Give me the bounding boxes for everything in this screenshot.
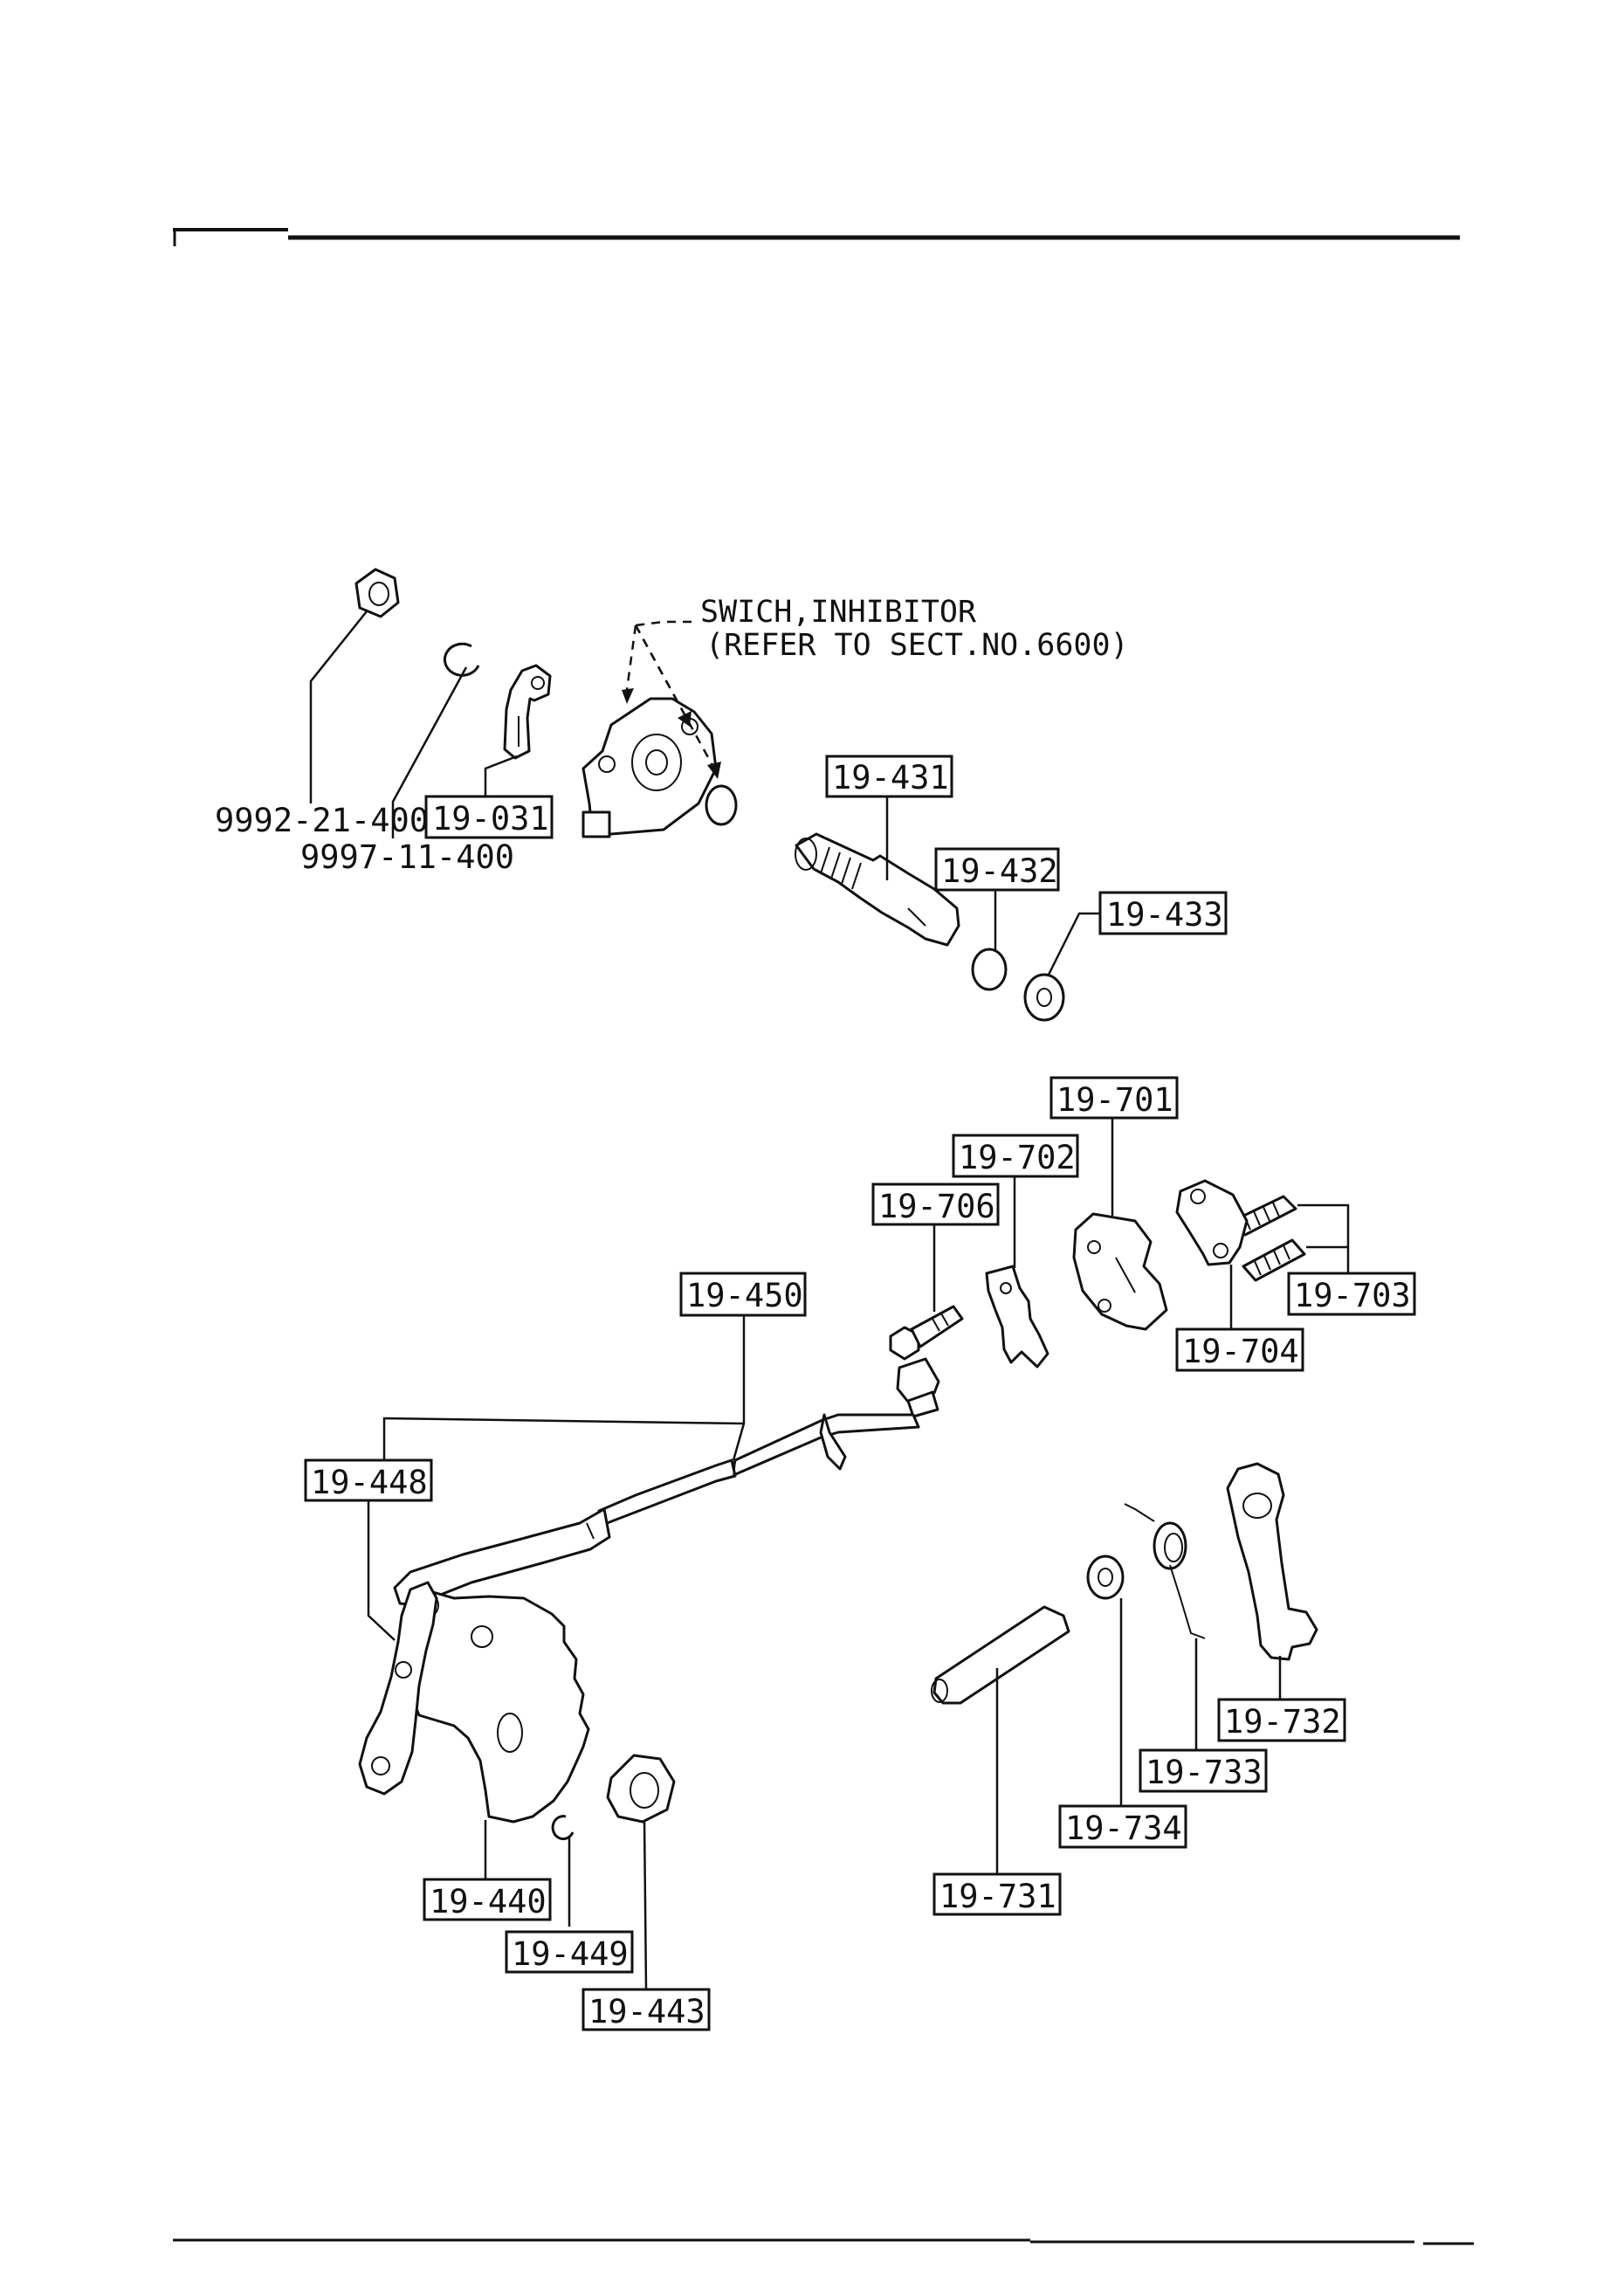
washer-icon (1023, 973, 1065, 1022)
callout-19-703: 19-703 (1287, 1272, 1416, 1316)
note-line-2: (REFER TO SECT.NO.6600) (705, 628, 1129, 663)
note-line-1: SWICH,INHIBITOR (700, 595, 977, 630)
callout-19-443: 19-443 (581, 1988, 711, 2031)
svg-text:19-432: 19-432 (941, 852, 1058, 890)
pin-icon (931, 1605, 1070, 1705)
svg-text:19-702: 19-702 (959, 1139, 1076, 1176)
callout-19-706: 19-706 (871, 1182, 1000, 1226)
leader-clip (391, 666, 468, 838)
svg-text:19-703: 19-703 (1294, 1277, 1411, 1314)
clip-icon (443, 642, 480, 677)
callout-19-440: 19-440 (423, 1878, 552, 1921)
callout-19-734: 19-734 (1058, 1804, 1187, 1849)
svg-text:19-732: 19-732 (1224, 1703, 1341, 1741)
svg-text:19-443: 19-443 (588, 1993, 705, 2031)
svg-text:19-431: 19-431 (832, 759, 949, 796)
callout-19-449: 19-449 (505, 1930, 634, 1974)
callout-19-433: 19-433 (1098, 891, 1228, 935)
svg-text:19-731: 19-731 (939, 1878, 1056, 1915)
callout-19-431: 19-431 (825, 755, 953, 798)
detent-block-icon (1072, 1212, 1168, 1331)
callout-19-701: 19-701 (1049, 1076, 1179, 1120)
svg-text:19-704: 19-704 (1182, 1333, 1299, 1370)
leader-nut (309, 610, 368, 803)
callout-19-450: 19-450 (679, 1272, 807, 1317)
svg-text:19-701: 19-701 (1056, 1081, 1173, 1119)
detent-plate-icon (985, 1265, 1049, 1369)
o-ring-icon (705, 784, 738, 826)
header-rule (173, 228, 1460, 246)
callout-19-704: 19-704 (1175, 1327, 1304, 1372)
part-number-nut: 9992-21-400 (215, 802, 429, 839)
svg-text:19-440: 19-440 (430, 1883, 547, 1920)
callout-19-448: 19-448 (304, 1458, 433, 1502)
part-number-clip: 9997-11-400 (300, 838, 514, 876)
svg-text:19-031: 19-031 (432, 800, 549, 838)
leader-19-443 (643, 1819, 648, 1990)
hex-nut-icon (354, 568, 400, 618)
svg-text:19-734: 19-734 (1065, 1810, 1182, 1847)
pin-washer-icon (1086, 1555, 1125, 1600)
svg-text:19-706: 19-706 (878, 1188, 995, 1225)
leader-19-448 (367, 1500, 396, 1641)
leader-19-450-left (382, 1417, 745, 1460)
select-lever-icon (358, 1581, 438, 1796)
bracket-icon (503, 664, 552, 760)
svg-text:19-449: 19-449 (512, 1935, 629, 1973)
detent-lever-icon (1226, 1462, 1318, 1661)
callout-19-732: 19-732 (1217, 1698, 1346, 1742)
svg-text:19-433: 19-433 (1106, 896, 1223, 934)
svg-text:19-450: 19-450 (686, 1277, 803, 1314)
spring-holder-icon (1175, 1179, 1249, 1266)
lock-nut-icon (606, 1754, 676, 1824)
callout-19-702: 19-702 (952, 1134, 1079, 1178)
callout-19-031: 19-031 (424, 795, 554, 839)
svg-text:19-448: 19-448 (311, 1464, 428, 1501)
callout-19-731: 19-731 (932, 1872, 1062, 1916)
spring-icon (1229, 1195, 1306, 1282)
svg-text:19-733: 19-733 (1146, 1754, 1263, 1791)
leader-19-450 (732, 1315, 746, 1461)
bolt-icon (889, 1305, 964, 1361)
sector-plate-icon (407, 1586, 590, 1824)
manual-shaft-icon (795, 832, 960, 947)
note-leader (622, 620, 721, 779)
small-clip-icon (551, 1815, 575, 1841)
shaft-o-ring-icon (971, 948, 1008, 991)
leader-19-433 (1046, 912, 1102, 977)
inhibitor-switch-icon (581, 697, 718, 838)
leader-bracket (484, 755, 518, 802)
manual-lever-arm-icon (393, 1507, 611, 1607)
switch-note: SWICH,INHIBITOR (REFER TO SECT.NO.6600) (700, 595, 1129, 663)
control-rod-icon (597, 1357, 940, 1527)
leader-19-703 (1297, 1203, 1350, 1279)
callout-19-733: 19-733 (1139, 1748, 1268, 1793)
footer-rule (173, 2238, 1474, 2245)
torsion-spring-icon (1124, 1503, 1206, 1639)
callout-19-432: 19-432 (934, 847, 1060, 892)
